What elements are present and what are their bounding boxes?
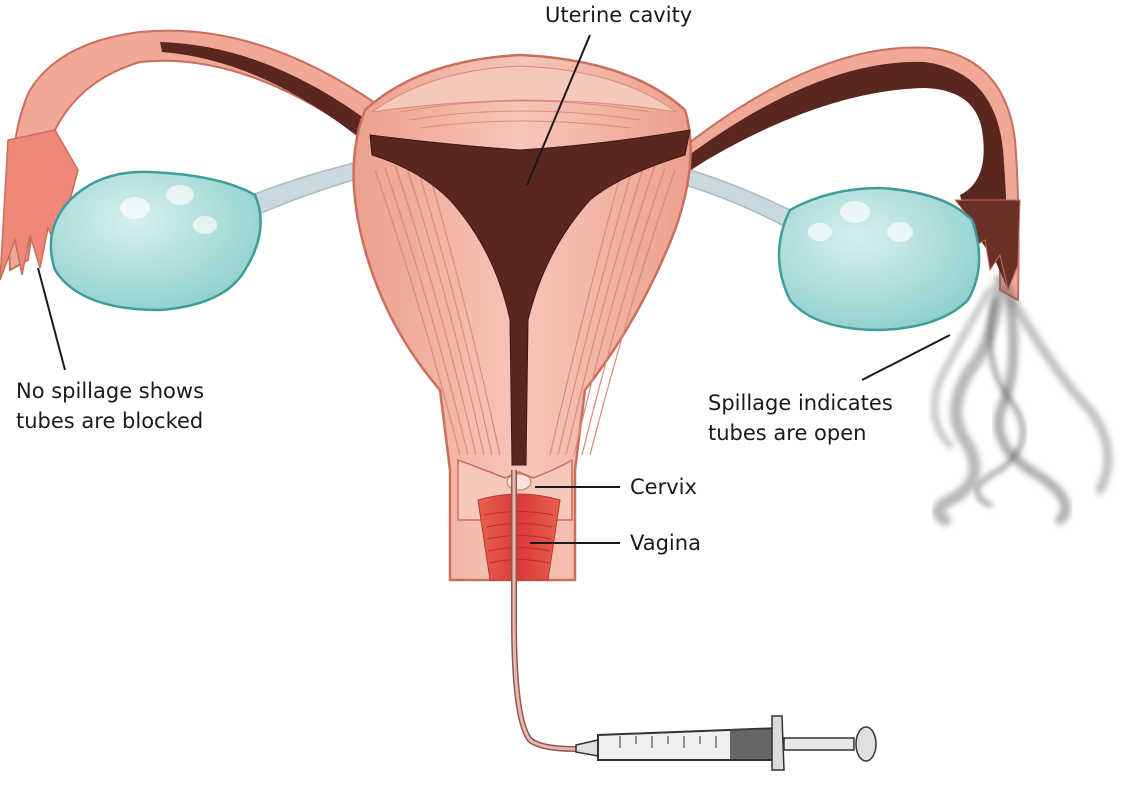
uterus-fundus: [371, 65, 677, 113]
right-tube-dye: [685, 61, 1008, 290]
leader-lines: [37, 34, 951, 544]
label-uterine-cavity: Uterine cavity: [545, 3, 693, 27]
label-spillage-line1: Spillage indicates: [708, 391, 893, 415]
label-no-spillage-line2: tubes are blocked: [16, 409, 204, 433]
right-myometrium-fibers: [549, 157, 676, 456]
cervix-os: [506, 473, 532, 491]
uterine-cavity-dye: [369, 129, 691, 466]
leader-no-spillage: [37, 267, 66, 371]
right-ovary: [777, 186, 981, 332]
label-spillage: Spillage indicates tubes are open: [708, 388, 893, 448]
right-ovarian-ligament: [684, 169, 802, 232]
label-vagina: Vagina: [630, 531, 701, 555]
left-tube-dye: [160, 42, 380, 148]
leader-spillage: [861, 334, 951, 381]
left-myometrium-fibers: [374, 157, 501, 456]
left-ovary: [49, 170, 262, 312]
catheter-tube-inner: [512, 470, 601, 751]
leader-uterine-cavity: [526, 34, 591, 186]
label-cervix: Cervix: [630, 475, 697, 499]
right-ovary-follicles: [808, 201, 913, 242]
syringe: [575, 715, 877, 771]
syringe-graduations: [619, 736, 717, 748]
label-no-spillage: No spillage shows tubes are blocked: [16, 376, 204, 436]
label-spillage-line2: tubes are open: [708, 421, 867, 445]
vagina-rugae: [484, 511, 554, 564]
dye-spillage: [930, 274, 1113, 526]
left-ovary-follicles: [120, 185, 217, 234]
fundus-fibers: [399, 100, 651, 129]
label-no-spillage-line1: No spillage shows: [16, 379, 205, 403]
vagina-canal: [477, 493, 561, 581]
